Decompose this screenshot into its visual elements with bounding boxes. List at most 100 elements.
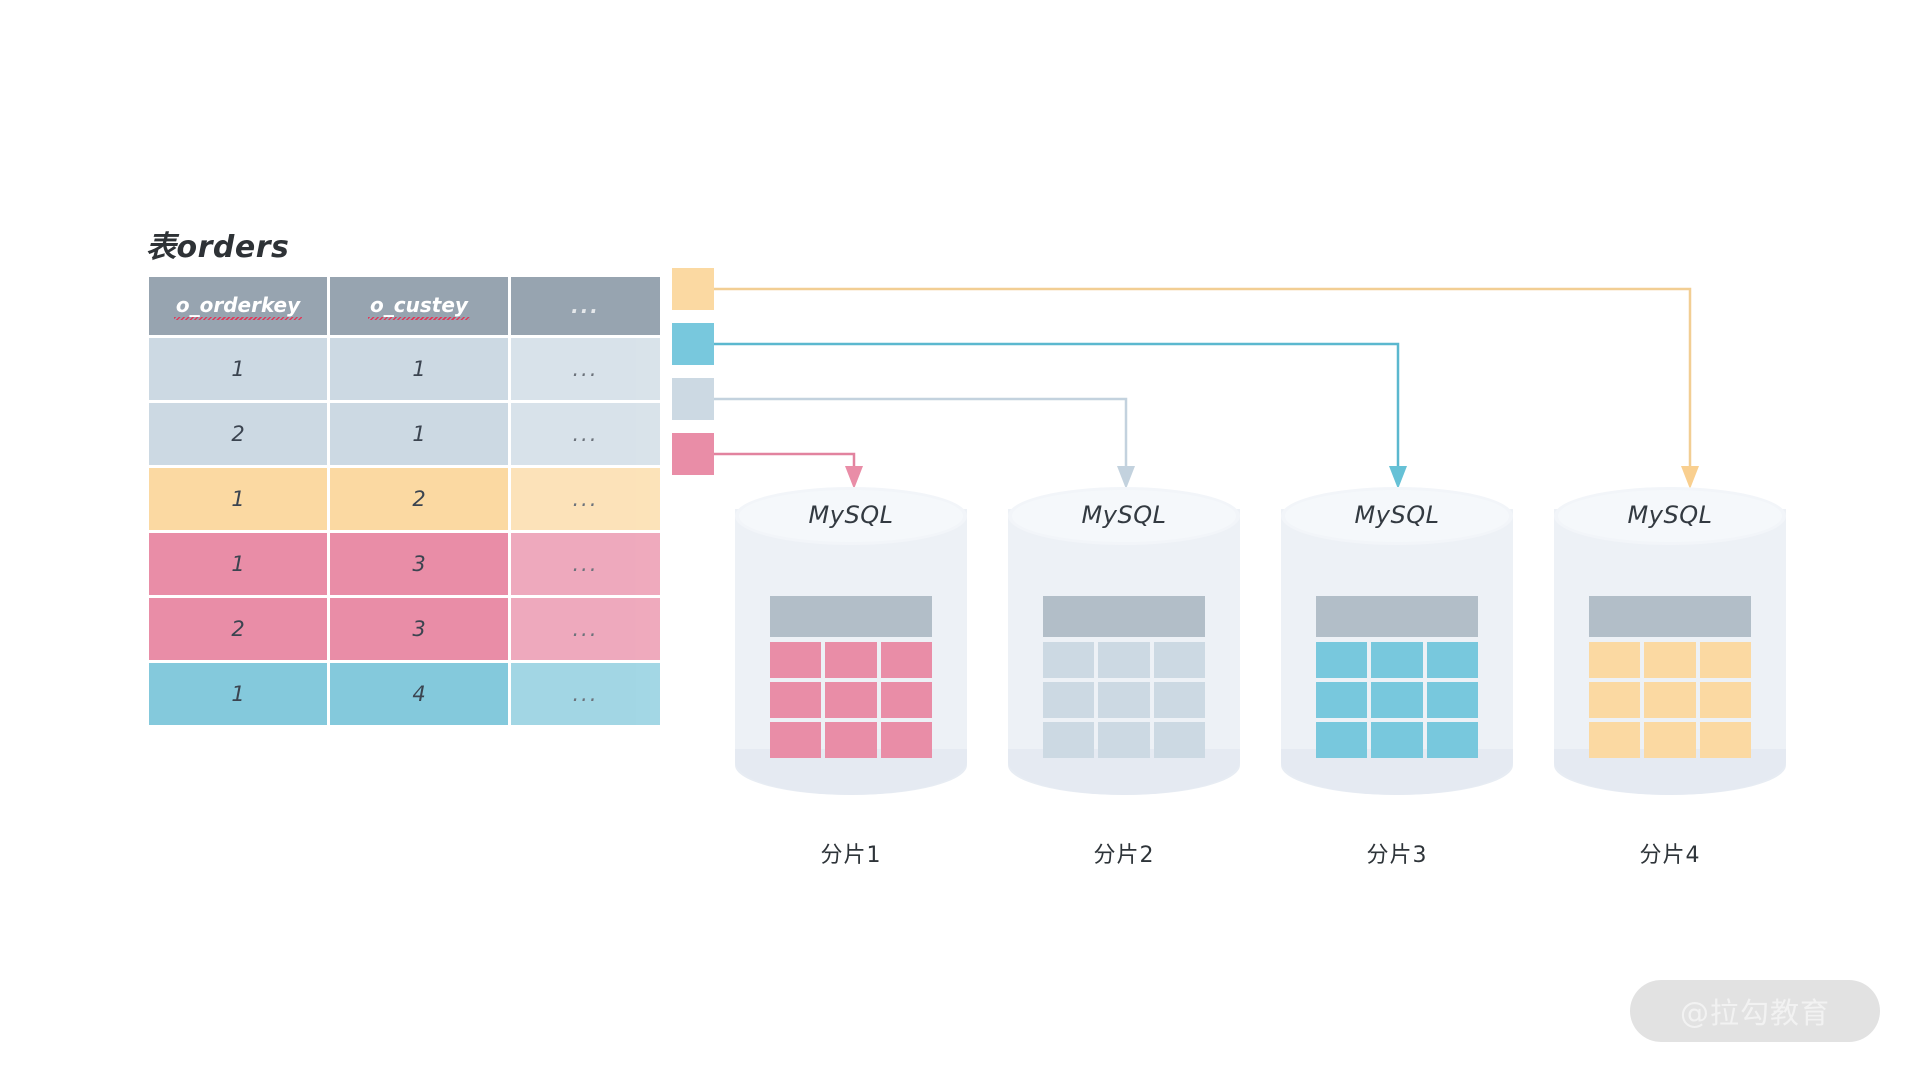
connector-cyan-to-shard3 <box>714 342 1407 489</box>
cylinder-top-inner <box>1012 490 1236 542</box>
database-label: MySQL <box>808 501 894 529</box>
legend-chip-cyan <box>672 323 714 365</box>
mini-cell <box>1589 642 1641 678</box>
column-header-o-custey-label: o_custey <box>368 293 470 320</box>
mini-table <box>1316 596 1478 762</box>
cell-ellipsis: ... <box>511 338 660 400</box>
shard-cylinder-4: MySQL 分片4 <box>1554 487 1786 868</box>
mini-table-header <box>1589 596 1751 637</box>
shard-cylinder-1: MySQL 分片1 <box>735 487 967 868</box>
mini-table-row <box>1043 682 1205 718</box>
column-header-o-orderkey: o_orderkey <box>149 277 327 335</box>
mini-cell <box>1644 682 1696 718</box>
table-header-row: o_orderkey o_custey ... <box>149 277 660 335</box>
table-row: 2 3 ... <box>149 598 660 660</box>
mini-table <box>1589 596 1751 762</box>
cell-orderkey: 2 <box>149 403 327 465</box>
cell-ellipsis: ... <box>511 598 660 660</box>
mini-cell <box>1589 722 1641 758</box>
legend-chip-lightblue <box>672 378 714 420</box>
mini-cell <box>1371 682 1423 718</box>
mini-cell <box>1426 642 1478 678</box>
mini-cell <box>1153 722 1205 758</box>
cell-orderkey: 1 <box>149 663 327 725</box>
cell-custey: 4 <box>330 663 508 725</box>
cylinder-top-ellipse <box>735 487 967 545</box>
cylinder-top-inner <box>1558 490 1782 542</box>
cylinder-top-ellipse <box>1554 487 1786 545</box>
mini-cell <box>1371 722 1423 758</box>
cell-ellipsis: ... <box>511 403 660 465</box>
mini-cell <box>825 722 877 758</box>
cell-orderkey: 1 <box>149 468 327 530</box>
database-label: MySQL <box>1627 501 1713 529</box>
mini-cell <box>1098 722 1150 758</box>
mini-table-row <box>1043 722 1205 758</box>
shard-label-4: 分片4 <box>1639 843 1701 868</box>
cell-custey: 1 <box>330 403 508 465</box>
mini-cell <box>1098 642 1150 678</box>
cylinder-top-ellipse <box>1008 487 1240 545</box>
mini-table <box>770 596 932 762</box>
cell-orderkey: 1 <box>149 533 327 595</box>
mini-cell <box>1644 642 1696 678</box>
connector-lightblue-to-shard2 <box>714 397 1135 489</box>
mini-cell <box>770 682 822 718</box>
mini-cell <box>1153 682 1205 718</box>
cell-custey: 2 <box>330 468 508 530</box>
database-label: MySQL <box>1081 501 1167 529</box>
shard-cylinder-2: MySQL 分片2 <box>1008 487 1240 868</box>
table-row: 1 2 ... <box>149 468 660 530</box>
legend-chip-yellow <box>672 268 714 310</box>
cylinder-top-ellipse <box>1281 487 1513 545</box>
orders-table: o_orderkey o_custey ... 1 1 ... 2 1 ... <box>146 274 663 728</box>
shard-label-3: 分片3 <box>1366 843 1428 868</box>
mini-table-row <box>1316 722 1478 758</box>
table-row: 1 3 ... <box>149 533 660 595</box>
mini-table-row <box>770 722 932 758</box>
mini-table-row <box>1043 642 1205 678</box>
mini-table-row <box>770 642 932 678</box>
mini-table-row <box>1316 682 1478 718</box>
table-row: 2 1 ... <box>149 403 660 465</box>
mini-cell <box>770 722 822 758</box>
cell-orderkey: 2 <box>149 598 327 660</box>
mini-cell <box>1699 722 1751 758</box>
cylinder-top-inner <box>739 490 963 542</box>
mini-table-row <box>1589 722 1751 758</box>
mini-cell <box>770 642 822 678</box>
cell-ellipsis: ... <box>511 663 660 725</box>
mini-cell <box>1316 722 1368 758</box>
watermark-text: @拉勾教育 <box>1679 996 1830 1030</box>
mini-cell <box>1589 682 1641 718</box>
mini-cell <box>880 642 932 678</box>
column-header-ellipsis-label: ... <box>571 294 600 318</box>
mini-cell <box>825 682 877 718</box>
column-header-ellipsis: ... <box>511 277 660 335</box>
mini-cell <box>1153 642 1205 678</box>
column-header-o-orderkey-label: o_orderkey <box>173 293 303 320</box>
mini-cell <box>1644 722 1696 758</box>
mini-cell <box>1316 682 1368 718</box>
database-label: MySQL <box>1354 501 1440 529</box>
mini-table-row <box>1316 642 1478 678</box>
cell-ellipsis: ... <box>511 468 660 530</box>
watermark: @拉勾教育 <box>1630 980 1880 1042</box>
mini-cell <box>1043 642 1095 678</box>
shard-label-2: 分片2 <box>1093 843 1155 868</box>
table-row: 1 1 ... <box>149 338 660 400</box>
cell-ellipsis: ... <box>511 533 660 595</box>
mini-cell <box>1371 642 1423 678</box>
connector-pink-to-shard1 <box>714 452 863 489</box>
mini-cell <box>1098 682 1150 718</box>
mini-table-row <box>770 682 932 718</box>
mini-table-row <box>1589 682 1751 718</box>
cell-custey: 1 <box>330 338 508 400</box>
mini-cell <box>1699 682 1751 718</box>
mini-cell <box>1426 682 1478 718</box>
connector-yellow-to-shard4 <box>714 287 1699 489</box>
mini-cell <box>1043 722 1095 758</box>
cylinder-top-inner <box>1285 490 1509 542</box>
mini-cell <box>880 722 932 758</box>
cell-custey: 3 <box>330 598 508 660</box>
